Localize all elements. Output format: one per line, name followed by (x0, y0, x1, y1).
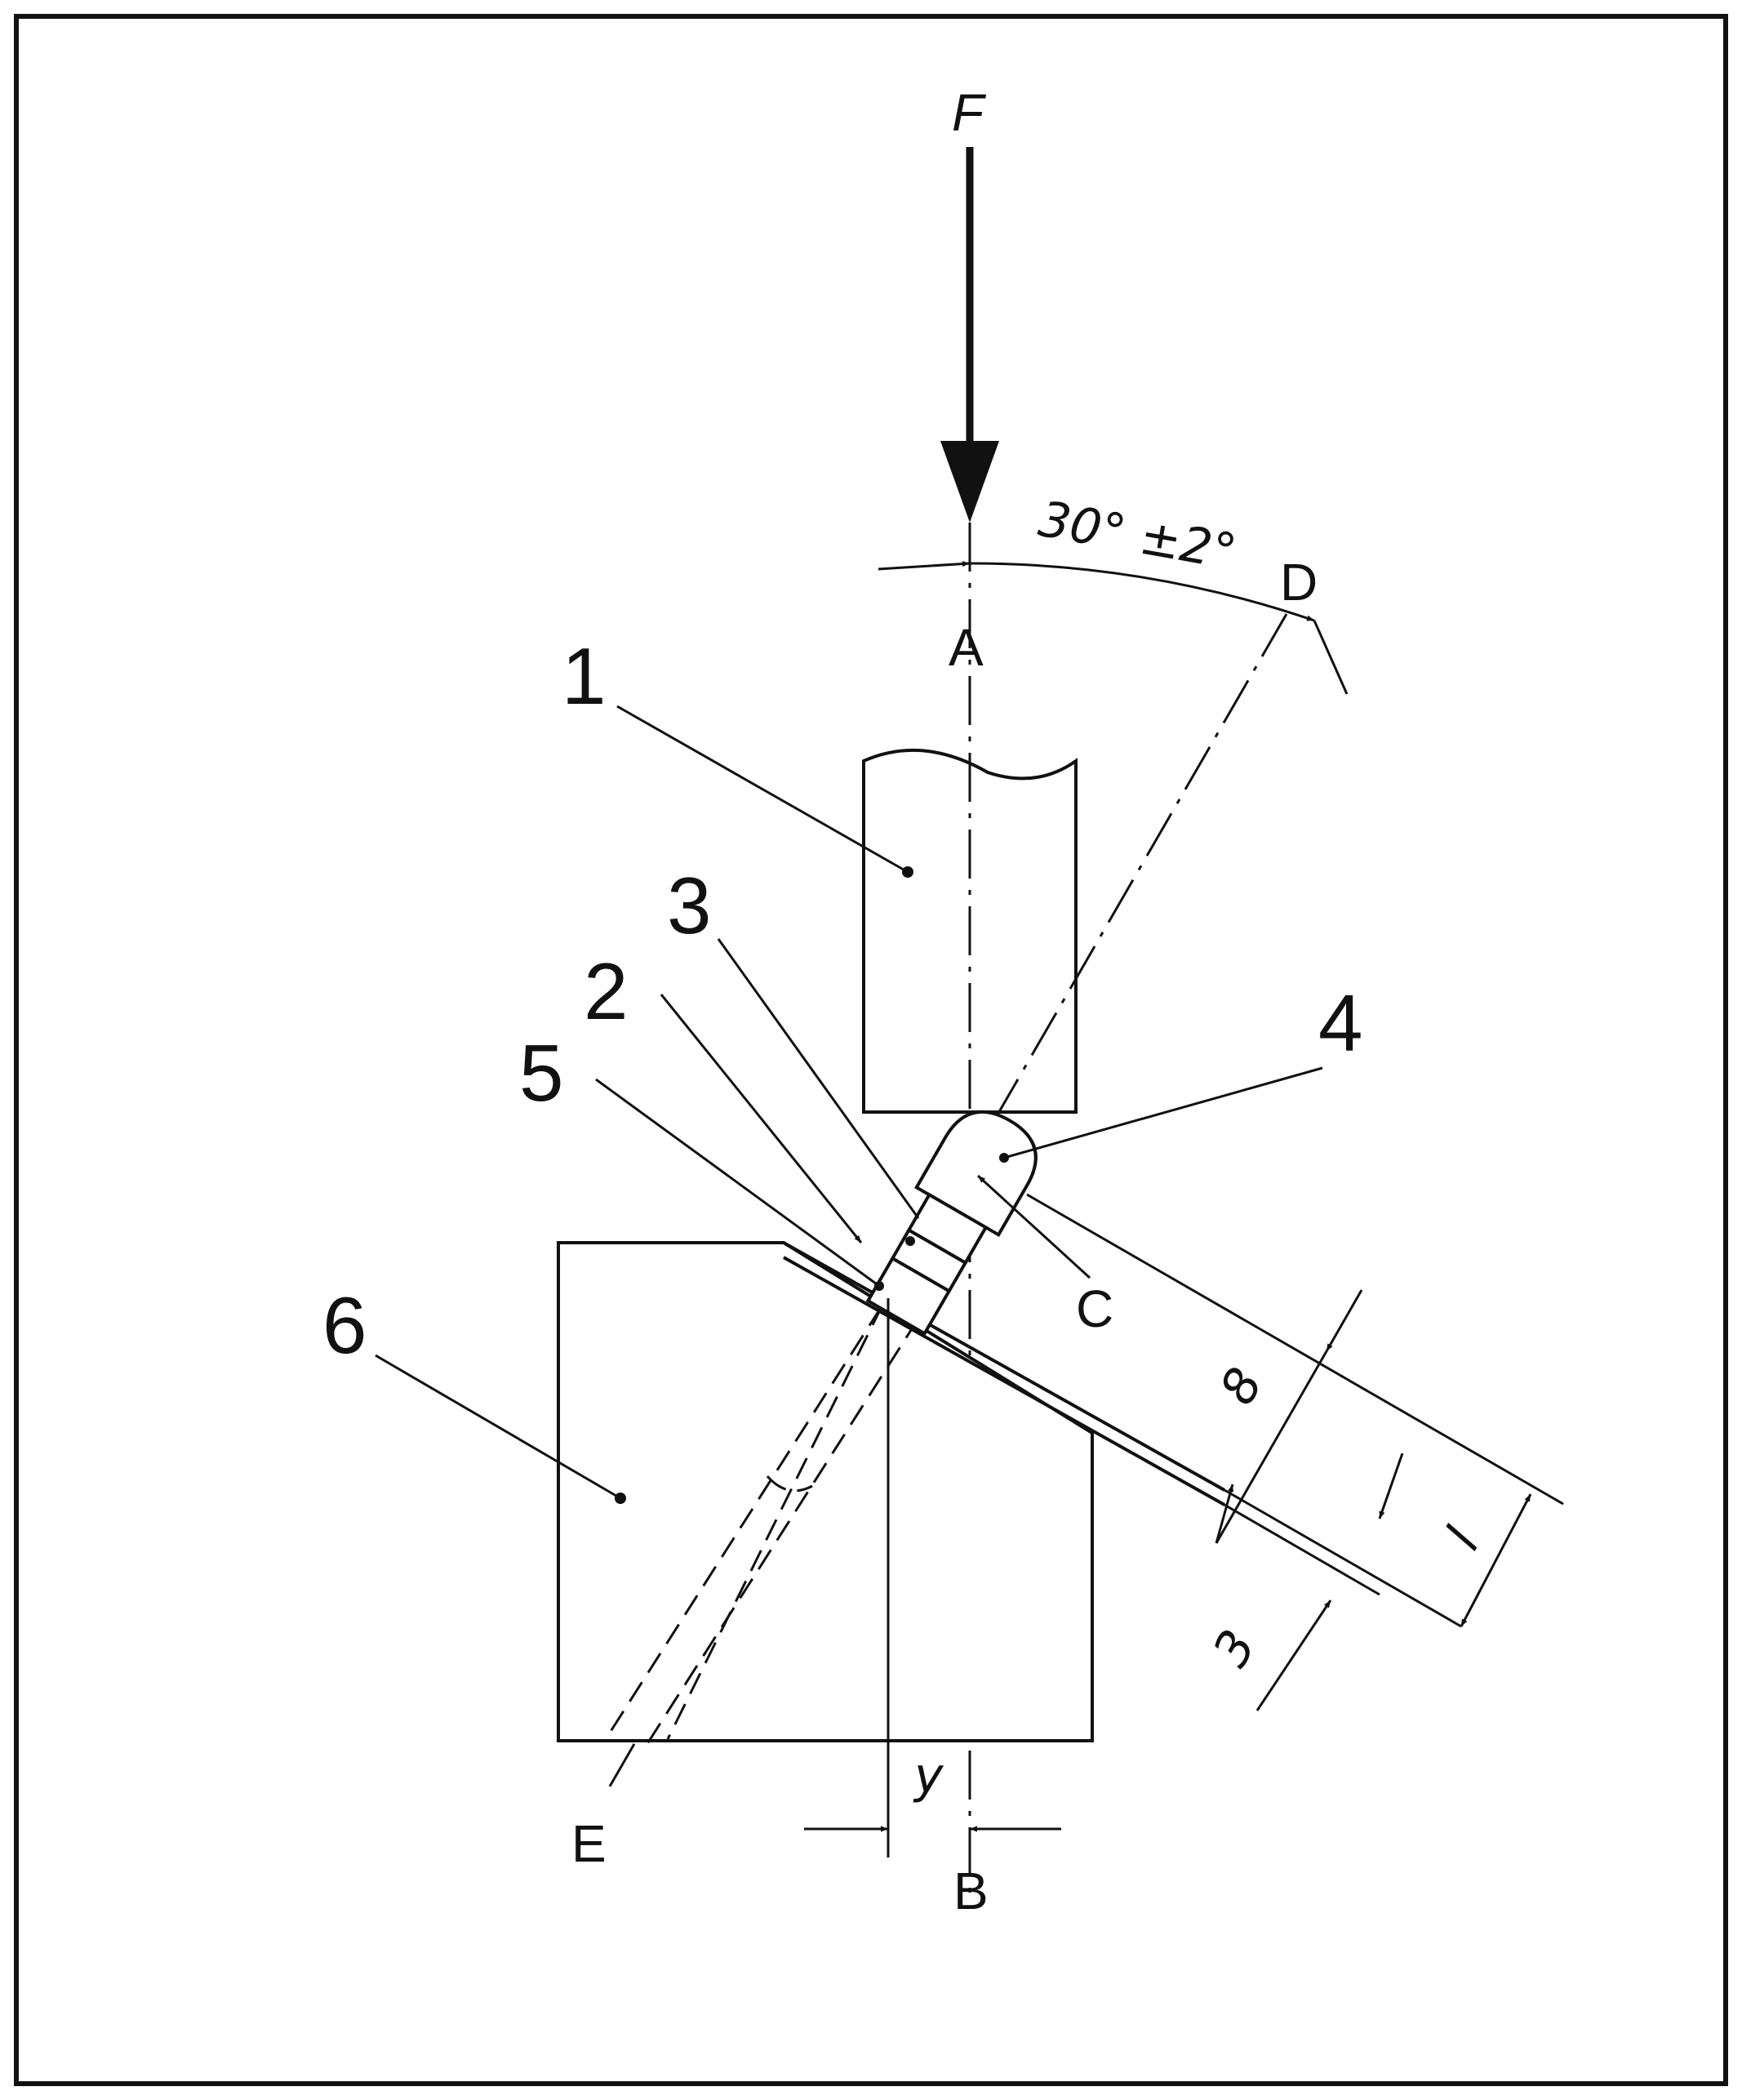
part-6-block (557, 1241, 1094, 1742)
dimension-l-label: l (1435, 1519, 1491, 1559)
point-c-label: C (1076, 1279, 1113, 1338)
part-4-label: 4 (1318, 978, 1363, 1068)
point-b-label: B (953, 1862, 989, 1920)
dimension-extension-lines (1026, 1193, 1564, 1628)
point-d-label: D (1280, 553, 1318, 612)
part-6-label: 6 (322, 1280, 367, 1370)
force-arrow (940, 147, 999, 523)
part-2-label: 2 (584, 946, 629, 1036)
dimension-8-label: 8 (1209, 1359, 1274, 1414)
part-3-label: 3 (667, 861, 712, 950)
part-1-ram (862, 748, 1078, 1114)
part-6-inclined-surface (783, 1241, 1225, 1506)
part-5-shank (865, 1256, 952, 1336)
dimension-3-label: 3 (1202, 1621, 1268, 1676)
part-5-label: 5 (519, 1028, 564, 1118)
dimension-8 (1215, 1289, 1363, 1544)
drawing-frame (14, 14, 1728, 2086)
hidden-shank-lines (604, 1273, 920, 1752)
angle-dimension (878, 560, 1349, 695)
part-1-label: 1 (562, 631, 607, 721)
dimension-3 (1255, 1453, 1404, 1711)
force-label: F (952, 83, 987, 142)
offset-label: y (913, 1747, 944, 1804)
offset-dimension (804, 1298, 1061, 1858)
dimension-l (1460, 1493, 1532, 1627)
point-a-label: A (949, 618, 984, 677)
specimen-pin (865, 1110, 1038, 1336)
leader-lines (375, 705, 1323, 1500)
point-e-label: E (571, 1814, 607, 1873)
